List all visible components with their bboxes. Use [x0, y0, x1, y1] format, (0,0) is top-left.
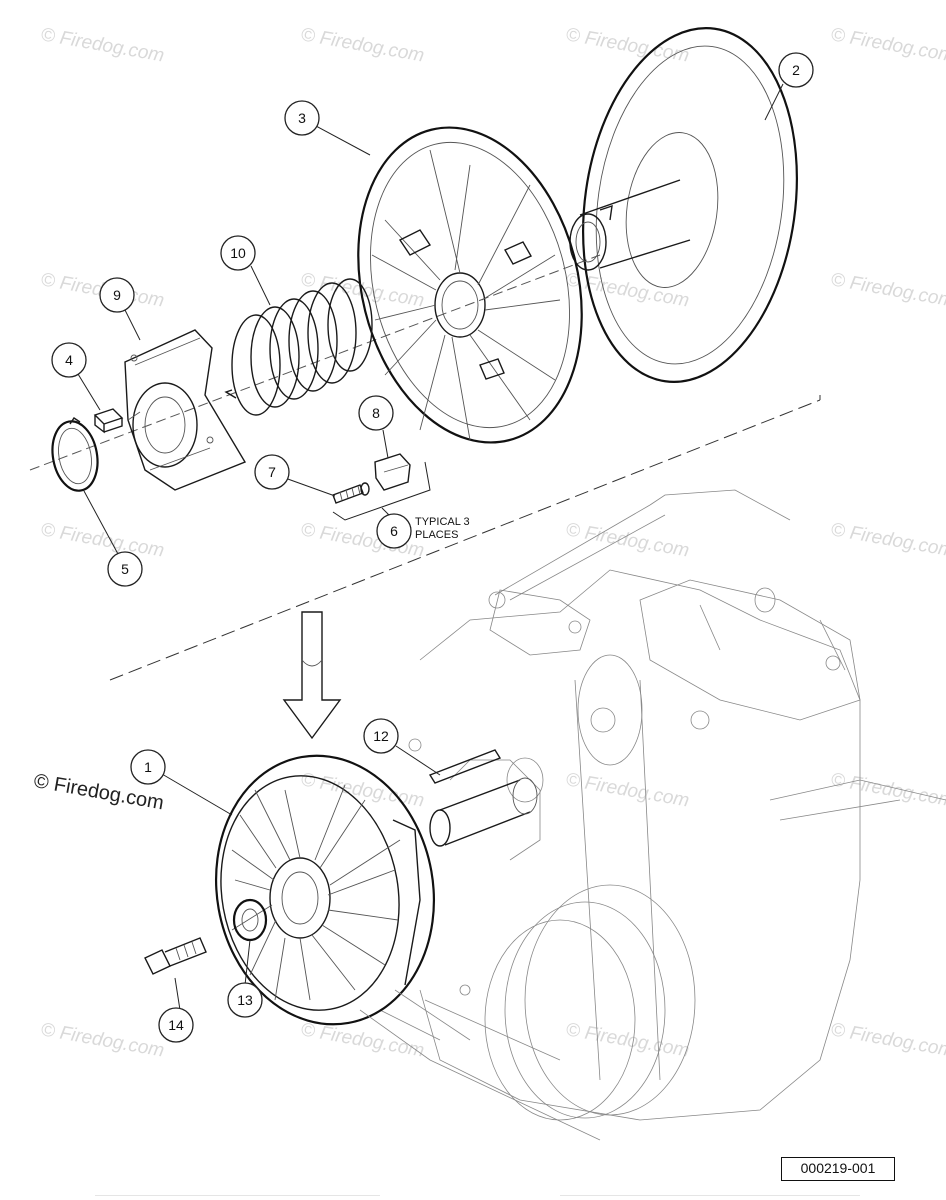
- separator-dashed-line: [109, 399, 821, 681]
- assembly-centerline: [29, 254, 601, 471]
- svg-text:3: 3: [298, 110, 306, 126]
- watermark: © Firedog.com: [299, 269, 426, 311]
- callout-14: 14: [158, 1007, 194, 1043]
- svg-text:10: 10: [230, 245, 246, 261]
- callout-2: 2: [778, 52, 814, 88]
- movable-sheave: [357, 126, 583, 444]
- callout-10: 10: [220, 235, 256, 271]
- watermark: © Firedog.com: [829, 1019, 946, 1061]
- callout-13: 13: [227, 982, 263, 1018]
- callout-7: 7: [254, 454, 290, 490]
- assembly-arrow: [282, 611, 342, 740]
- svg-text:13: 13: [237, 992, 253, 1008]
- callout-9: 9: [99, 277, 135, 313]
- svg-text:8: 8: [372, 405, 380, 421]
- watermark: © Firedog.com: [829, 519, 946, 561]
- engine-assembly: [379, 489, 946, 1121]
- note-line-1: TYPICAL 3: [415, 516, 470, 528]
- svg-text:1: 1: [144, 759, 152, 775]
- watermark: © Firedog.com: [829, 24, 946, 66]
- key: [93, 408, 124, 434]
- watermark: © Firedog.com: [829, 269, 946, 311]
- callout-5: 5: [107, 551, 143, 587]
- callout-4: 4: [51, 342, 87, 378]
- watermark: © Firedog.com: [39, 24, 166, 66]
- svg-text:4: 4: [65, 352, 73, 368]
- watermark: © Firedog.com: [564, 1019, 691, 1061]
- svg-text:6: 6: [390, 523, 398, 539]
- spider: [124, 329, 247, 491]
- footer-rule-left: [95, 1195, 380, 1196]
- watermark: © Firedog.com: [299, 1019, 426, 1061]
- watermark: © Firedog.com: [564, 24, 691, 66]
- note-line-2: PLACES: [415, 529, 458, 541]
- figure-reference-number: 000219-001: [781, 1157, 895, 1181]
- callout-12: 12: [363, 718, 399, 754]
- driven-pulley: [214, 754, 436, 1026]
- svg-text:14: 14: [168, 1017, 184, 1033]
- shaft-key: [428, 749, 502, 784]
- typical-bracket: [332, 461, 431, 521]
- bolt: [144, 937, 207, 975]
- screw: [332, 482, 370, 504]
- watermark-layer: © Firedog.com © Firedog.com © Firedog.co…: [39, 24, 946, 1061]
- callout-1: 1: [130, 749, 166, 785]
- svg-text:12: 12: [373, 728, 389, 744]
- watermark: © Firedog.com: [299, 24, 426, 66]
- callout-8: 8: [358, 395, 394, 431]
- footer-rule-right: [560, 1195, 860, 1196]
- fixed-sheave: [569, 27, 798, 383]
- svg-text:7: 7: [268, 464, 276, 480]
- svg-text:9: 9: [113, 287, 121, 303]
- watermark: © Firedog.com: [564, 519, 691, 561]
- callout-3: 3: [284, 100, 320, 136]
- retaining-ring: [51, 417, 99, 492]
- svg-text:5: 5: [121, 561, 129, 577]
- svg-text:2: 2: [792, 62, 800, 78]
- drive-belt: [359, 989, 601, 1141]
- watermark: © Firedog.com: [39, 1019, 166, 1061]
- watermark: © Firedog.com: [829, 769, 946, 811]
- spring: [224, 278, 373, 416]
- callout-6: 6: [376, 513, 412, 549]
- slider-button: [374, 453, 411, 491]
- washer: [232, 898, 268, 942]
- typical-places-note: TYPICAL 3 PLACES: [415, 516, 470, 541]
- watermark: © Firedog.com: [564, 269, 691, 311]
- engine-shaft: [429, 777, 538, 847]
